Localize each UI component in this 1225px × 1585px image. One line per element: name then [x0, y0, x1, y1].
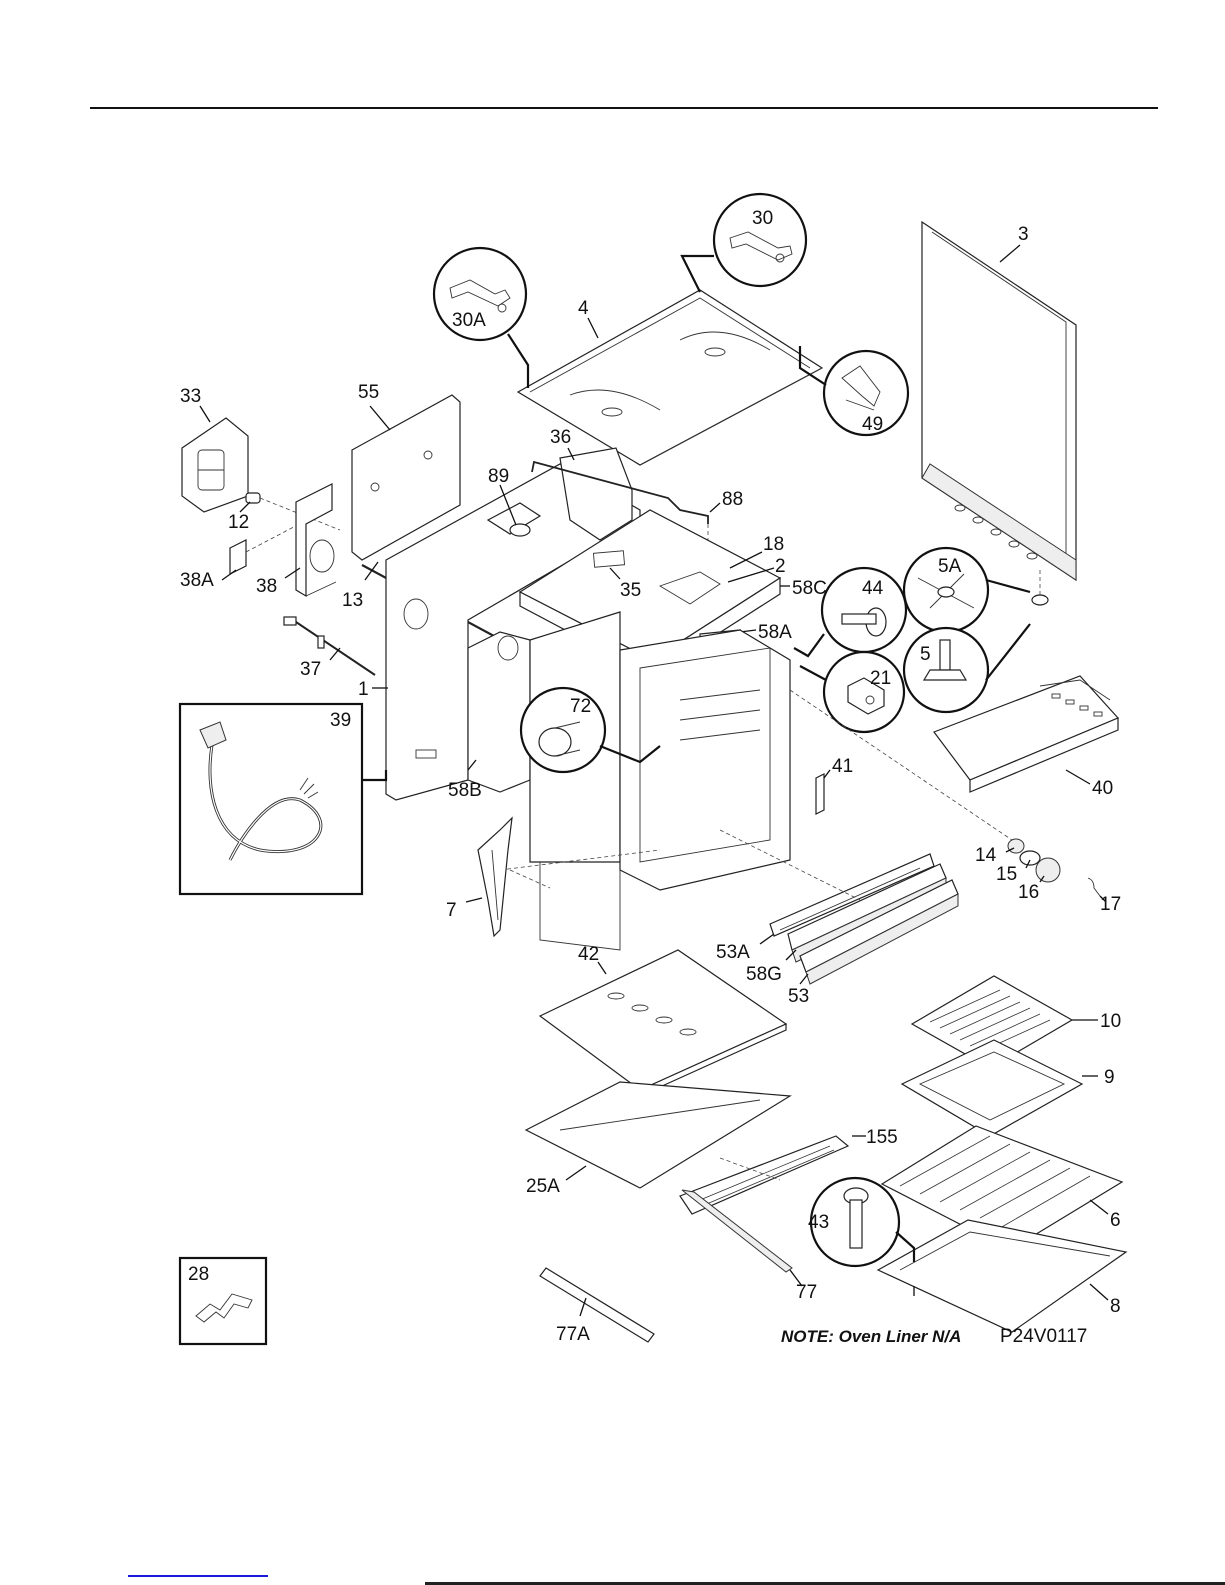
label-37: 37 — [300, 659, 321, 680]
oven-cavity-frame — [500, 612, 790, 950]
label-5: 5 — [920, 644, 931, 665]
label-12: 12 — [228, 512, 249, 533]
label-2: 2 — [775, 556, 786, 577]
oven-liner-note: NOTE: Oven Liner N/A — [781, 1327, 961, 1346]
label-72: 72 — [570, 696, 591, 717]
label-16: 16 — [1018, 882, 1039, 903]
label-41: 41 — [832, 756, 853, 777]
label-38: 38 — [256, 576, 277, 597]
part-8-oven-bottom — [878, 1220, 1126, 1332]
label-155: 155 — [866, 1127, 898, 1148]
label-15: 15 — [996, 864, 1017, 885]
footer-link-underline[interactable] — [128, 1575, 268, 1577]
part-58b-insulation-side — [468, 632, 530, 792]
label-58b: 58B — [448, 780, 482, 801]
label-44: 44 — [862, 578, 884, 599]
label-36: 36 — [550, 427, 571, 448]
label-33: 33 — [180, 386, 201, 407]
label-58g: 58G — [746, 964, 782, 985]
label-88: 88 — [722, 489, 743, 510]
label-38a: 38A — [180, 570, 214, 591]
label-13: 13 — [342, 590, 363, 611]
label-9: 9 — [1104, 1067, 1115, 1088]
part-33-bracket-box — [182, 406, 248, 512]
label-8: 8 — [1110, 1296, 1121, 1317]
label-58c: 58C — [792, 578, 827, 599]
label-49: 49 — [862, 414, 883, 435]
part-38-duct — [285, 484, 336, 596]
label-53: 53 — [788, 986, 809, 1007]
label-43: 43 — [808, 1212, 829, 1233]
part-3-back-panel — [922, 222, 1076, 580]
label-4: 4 — [578, 298, 589, 319]
callout-49 — [800, 346, 908, 435]
label-17: 17 — [1100, 894, 1121, 915]
label-35: 35 — [620, 580, 641, 601]
part-9-broil-pan — [902, 1040, 1098, 1136]
part-37-sensor — [284, 617, 375, 675]
part-leveler — [1032, 570, 1048, 605]
label-7: 7 — [446, 900, 457, 921]
label-10: 10 — [1100, 1011, 1121, 1032]
label-30a: 30A — [452, 310, 486, 331]
label-30: 30 — [752, 208, 773, 229]
label-21: 21 — [870, 668, 891, 689]
label-89: 89 — [488, 466, 509, 487]
label-18: 18 — [763, 534, 784, 555]
label-39: 39 — [330, 710, 351, 731]
label-58a: 58A — [758, 622, 792, 643]
label-1: 1 — [358, 679, 369, 700]
label-5a: 5A — [938, 556, 962, 577]
label-53a: 53A — [716, 942, 750, 963]
part-41-bracket — [816, 770, 830, 814]
label-42: 42 — [578, 944, 599, 965]
label-25a: 25A — [526, 1176, 560, 1197]
callout-5a — [904, 548, 1030, 632]
label-40: 40 — [1092, 778, 1113, 799]
callout-30 — [682, 194, 806, 292]
label-55: 55 — [358, 382, 379, 403]
label-6: 6 — [1110, 1210, 1121, 1231]
callout-21 — [800, 652, 904, 732]
label-28: 28 — [188, 1264, 209, 1285]
label-3: 3 — [1018, 224, 1029, 245]
label-77a: 77A — [556, 1324, 590, 1345]
drawing-code: P24V0117 — [1000, 1326, 1087, 1347]
callout-5 — [904, 624, 1030, 712]
label-77: 77 — [796, 1282, 817, 1303]
label-14: 14 — [975, 845, 997, 866]
part-39-power-cord-box — [180, 704, 386, 894]
